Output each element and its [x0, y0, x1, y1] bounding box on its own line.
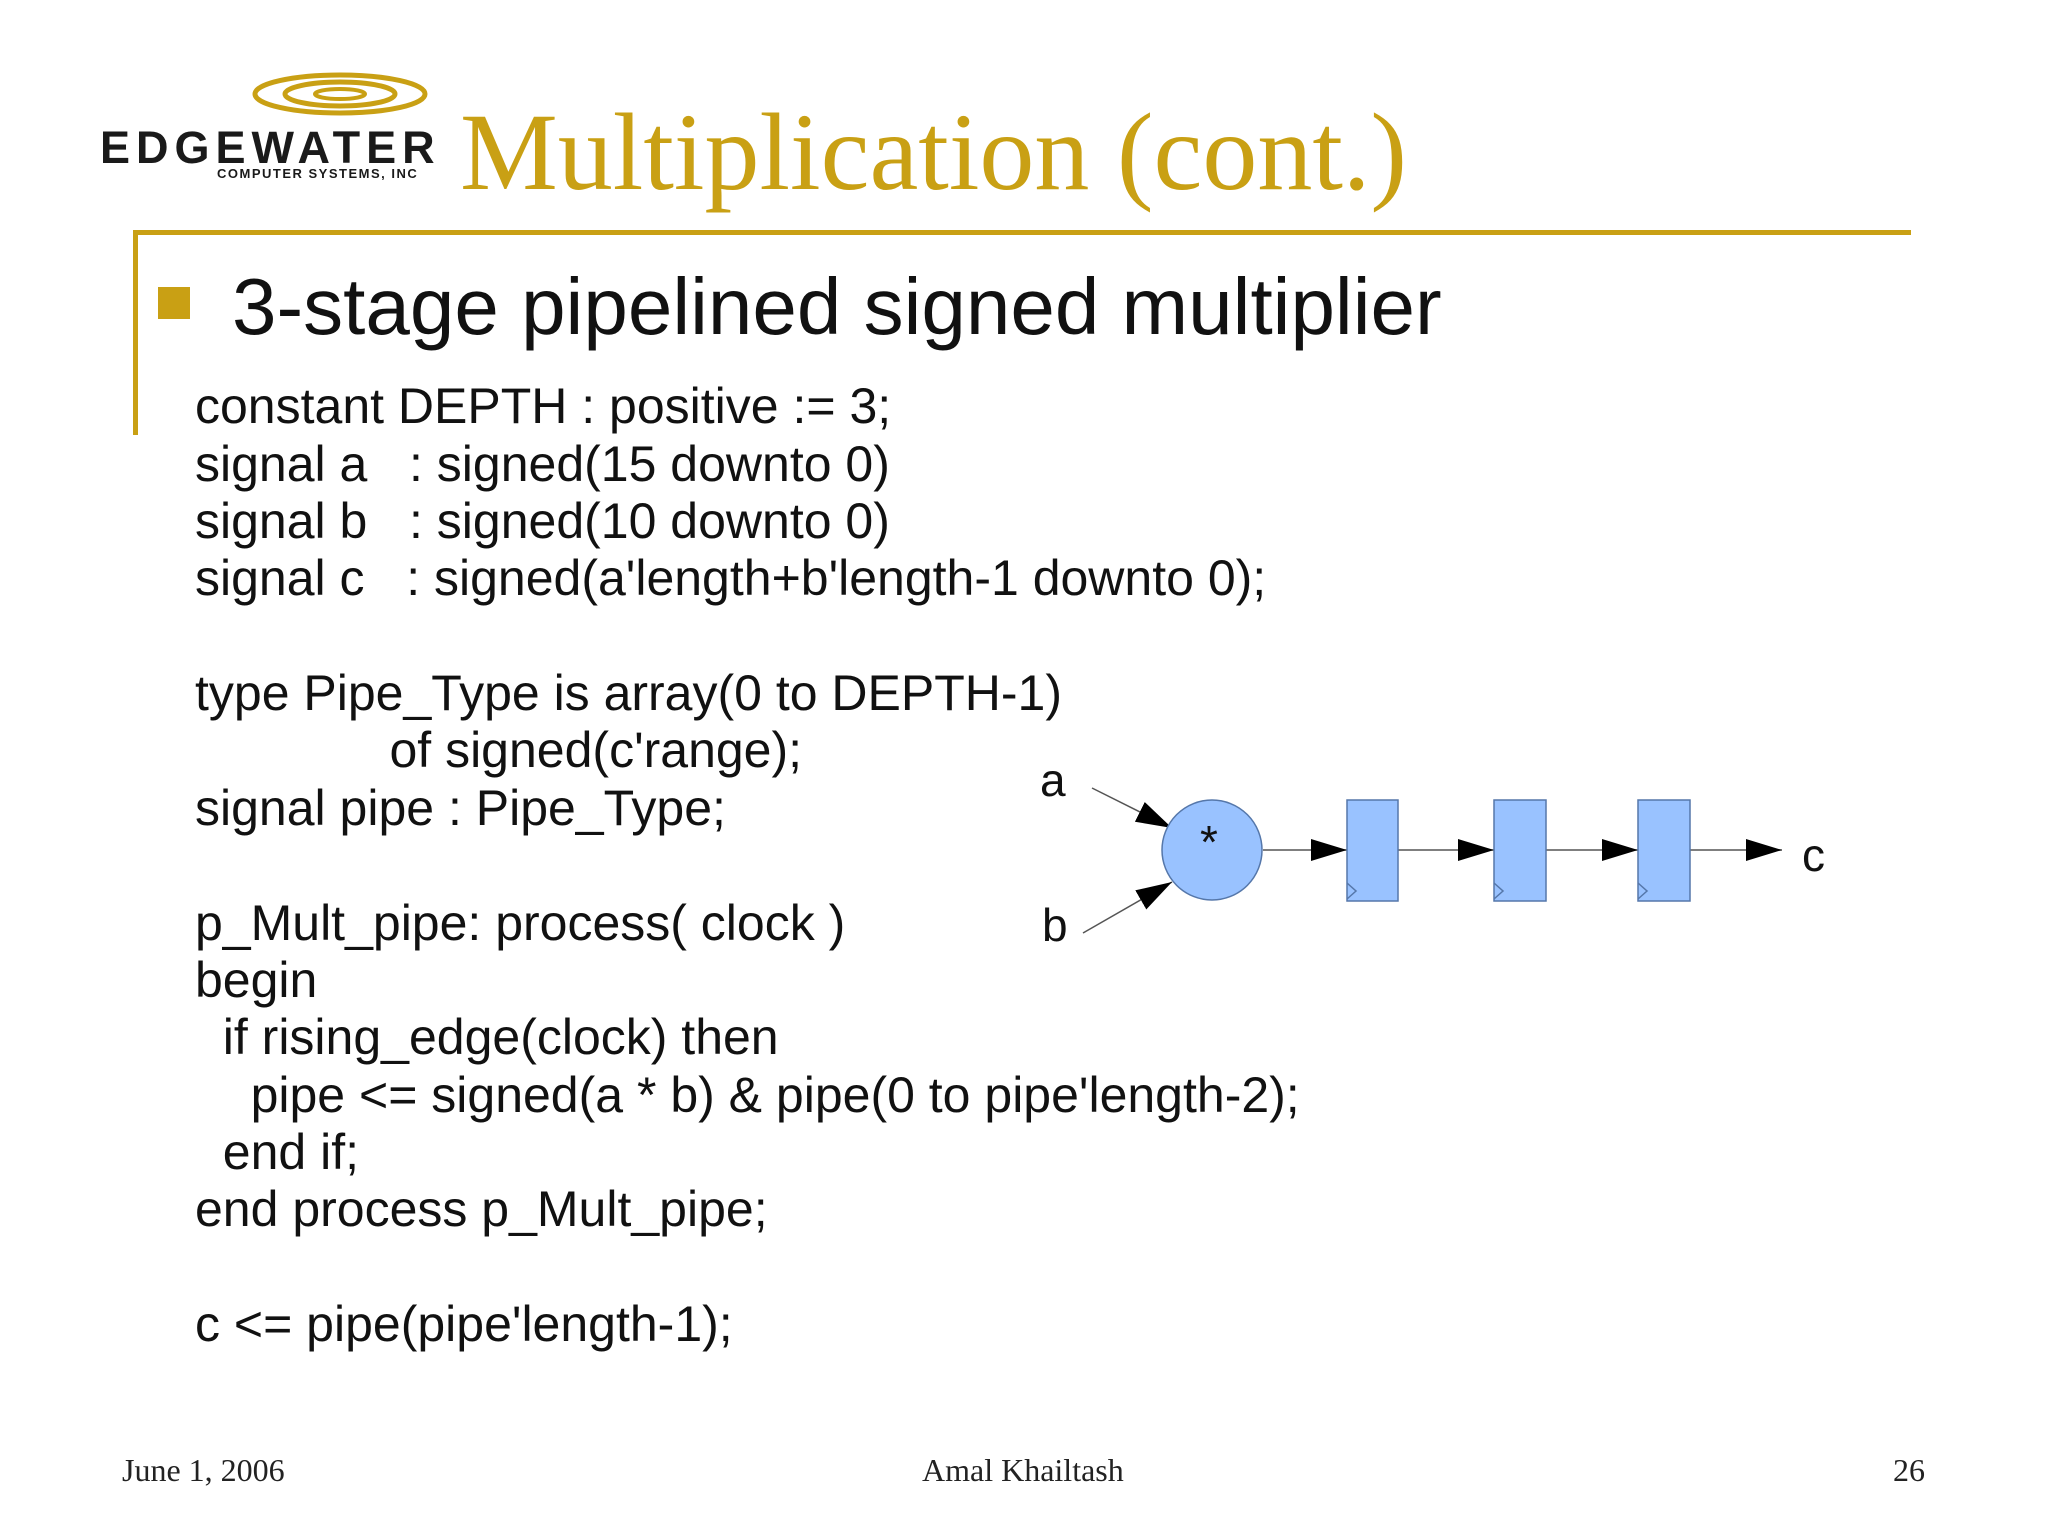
- code-line: signal pipe : Pipe_Type;: [195, 780, 726, 836]
- code-line: if rising_edge(clock) then: [195, 1009, 779, 1065]
- left-accent-bar: [133, 230, 138, 435]
- code-line: type Pipe_Type is array(0 to DEPTH-1): [195, 665, 1062, 721]
- code-line: of signed(c'range);: [195, 722, 803, 778]
- code-line: signal c : signed(a'length+b'length-1 do…: [195, 550, 1267, 606]
- code-line: constant DEPTH : positive := 3;: [195, 378, 892, 434]
- output-c-label: c: [1802, 829, 1825, 881]
- input-a-arrow: [1091, 787, 1173, 829]
- code-line: signal a : signed(15 downto 0): [195, 436, 890, 492]
- footer-page-number: 26: [1893, 1452, 1925, 1488]
- bullet-square-icon: [158, 287, 190, 319]
- pipeline-diagram-svg: [1082, 787, 1782, 934]
- code-line: end process p_Mult_pipe;: [195, 1181, 768, 1237]
- input-a-label: a: [1040, 754, 1066, 806]
- code-line: c <= pipe(pipe'length-1);: [195, 1296, 733, 1352]
- code-line: begin: [195, 952, 318, 1008]
- pipeline-register-3: [1637, 799, 1691, 902]
- code-line: end if;: [195, 1124, 359, 1180]
- footer-author: Amal Khailtash: [922, 1452, 1124, 1488]
- title-divider: [133, 230, 1911, 235]
- logo-rings-icon: [252, 72, 428, 116]
- bullet-text: 3-stage pipelined signed multiplier: [232, 262, 1442, 351]
- pipeline-diagram: a b * c: [1020, 755, 1860, 965]
- edgewater-logo: EDGEWATER COMPUTER SYSTEMS, INC: [100, 72, 440, 192]
- logo-wordmark: EDGEWATER: [100, 122, 441, 173]
- logo-subtitle: COMPUTER SYSTEMS, INC: [217, 166, 419, 181]
- code-line: pipe <= signed(a * b) & pipe(0 to pipe'l…: [195, 1067, 1300, 1123]
- slide-title: Multiplication (cont.): [460, 91, 1408, 213]
- input-b-label: b: [1042, 899, 1068, 951]
- pipeline-register-1: [1346, 799, 1399, 902]
- footer-date: June 1, 2006: [122, 1452, 285, 1488]
- multiplier-node: [1161, 799, 1263, 901]
- code-line: p_Mult_pipe: process( clock ): [195, 895, 846, 951]
- code-line: signal b : signed(10 downto 0): [195, 493, 890, 549]
- multiply-operator-label: *: [1200, 816, 1218, 868]
- input-b-arrow: [1082, 881, 1173, 934]
- pipeline-register-2: [1493, 799, 1547, 902]
